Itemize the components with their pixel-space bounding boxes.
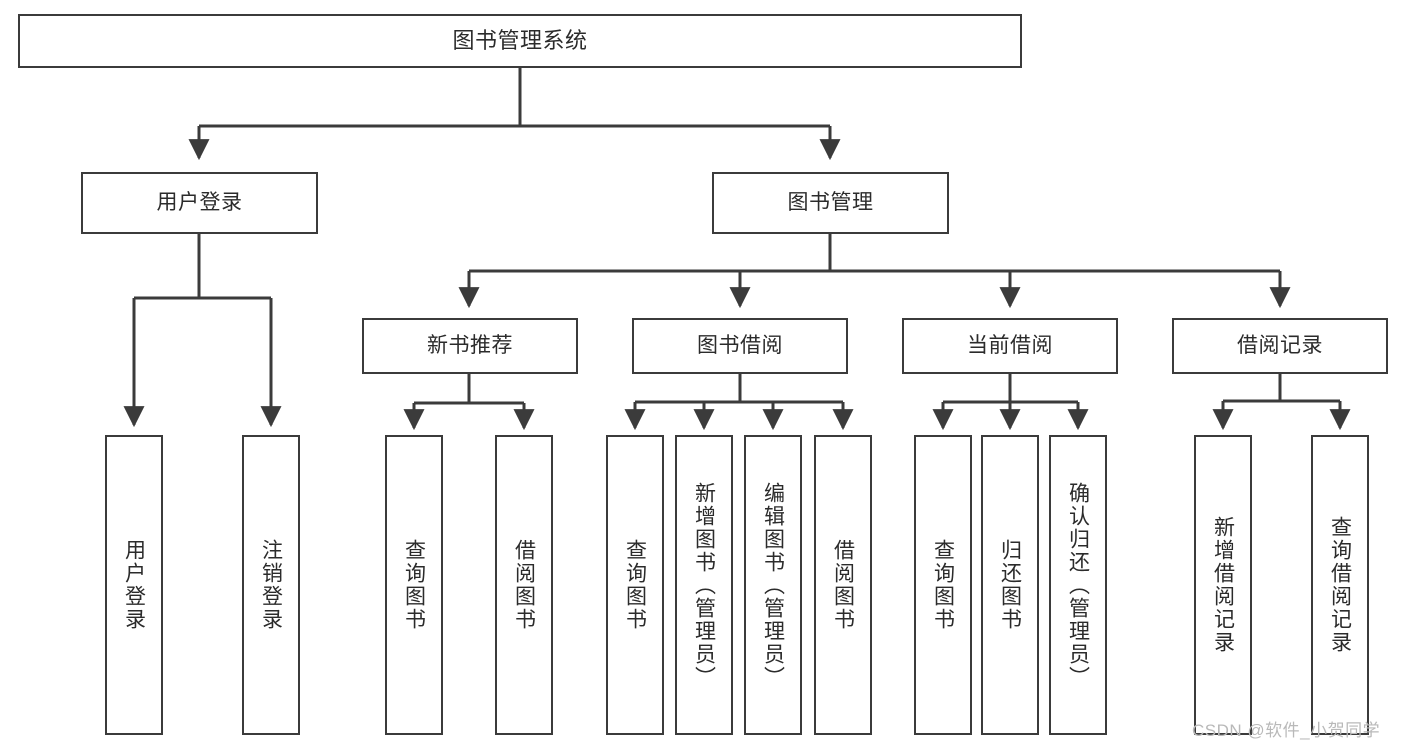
- leaf-borrow-book[interactable]: 借阅图书: [814, 435, 872, 735]
- node-book-borrow[interactable]: 图书借阅: [632, 318, 848, 374]
- node-book-management[interactable]: 图书管理: [712, 172, 949, 234]
- node-label: 图书借阅: [697, 333, 783, 357]
- node-label: 用户登录: [122, 539, 146, 631]
- leaf-query-book-current[interactable]: 查询图书: [914, 435, 972, 735]
- node-label: 图书管理系统: [452, 28, 588, 54]
- node-label: 用户登录: [156, 190, 243, 214]
- node-label: 当前借阅: [967, 333, 1053, 357]
- node-label: 归还图书: [998, 539, 1022, 631]
- node-label: 借阅图书: [512, 539, 536, 631]
- node-new-book-recommend[interactable]: 新书推荐: [362, 318, 578, 374]
- node-user-login[interactable]: 用户登录: [81, 172, 318, 234]
- leaf-add-borrow-record[interactable]: 新增借阅记录: [1194, 435, 1252, 735]
- leaf-edit-book[interactable]: 编辑图书（管理员）: [744, 435, 802, 735]
- leaf-user-login[interactable]: 用户登录: [105, 435, 163, 735]
- leaf-logout[interactable]: 注销登录: [242, 435, 300, 735]
- node-label: 确认归还（管理员）: [1066, 481, 1090, 689]
- leaf-query-book-recommend[interactable]: 查询图书: [385, 435, 443, 735]
- node-label: 编辑图书（管理员）: [761, 481, 785, 689]
- node-label: 查询图书: [623, 539, 647, 631]
- leaf-borrow-book-recommend[interactable]: 借阅图书: [495, 435, 553, 735]
- csdn-watermark: CSDN @软件_小贺同学: [1192, 721, 1381, 740]
- node-current-borrow[interactable]: 当前借阅: [902, 318, 1118, 374]
- node-root-book-management-system[interactable]: 图书管理系统: [18, 14, 1022, 68]
- node-label: 查询借阅记录: [1328, 516, 1352, 654]
- node-borrow-record[interactable]: 借阅记录: [1172, 318, 1388, 374]
- node-label: 借阅记录: [1237, 333, 1323, 357]
- node-label: 查询图书: [402, 539, 426, 631]
- leaf-return-book[interactable]: 归还图书: [981, 435, 1039, 735]
- node-label: 借阅图书: [831, 539, 855, 631]
- node-label: 查询图书: [931, 539, 955, 631]
- node-label: 新增借阅记录: [1211, 516, 1235, 654]
- leaf-add-book[interactable]: 新增图书（管理员）: [675, 435, 733, 735]
- node-label: 图书管理: [787, 190, 874, 214]
- node-label: 注销登录: [259, 539, 283, 631]
- node-label: 新书推荐: [427, 333, 513, 357]
- leaf-query-book-borrow[interactable]: 查询图书: [606, 435, 664, 735]
- leaf-query-borrow-record[interactable]: 查询借阅记录: [1311, 435, 1369, 735]
- leaf-confirm-return[interactable]: 确认归还（管理员）: [1049, 435, 1107, 735]
- node-label: 新增图书（管理员）: [692, 481, 716, 689]
